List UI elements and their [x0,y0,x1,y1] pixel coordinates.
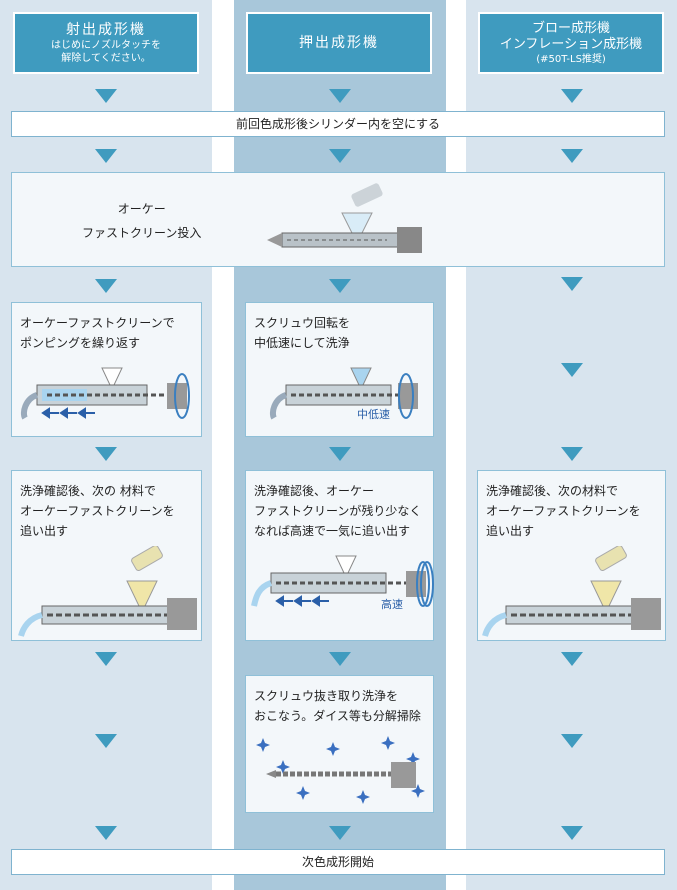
step-text: ファストクリーン投入 [82,226,202,240]
step-text: 洗浄確認後、次の 材料で [20,484,156,498]
header-extrusion: 押出成形機 [246,12,432,74]
arrow-down-icon [561,89,583,103]
arrow-down-icon [95,734,117,748]
machine-illustration [20,367,190,420]
arrow-down-icon [95,826,117,840]
screw-sparkle-illustration [256,736,425,804]
step-flush-out-injection: 洗浄確認後、次の 材料で オーケーファストクリーンを 追い出す [11,470,202,641]
step-text: なれば高速で一気に追い出す [254,524,411,538]
arrow-down-icon [561,826,583,840]
speed-label: 中低速 [357,408,390,421]
arrow-down-icon [561,734,583,748]
step-text: ポンピングを繰り返す [20,336,141,350]
machine-illustration [251,555,434,607]
arrow-down-icon [95,149,117,163]
arrow-down-icon [561,277,583,291]
header-injection: 射出成形機 はじめにノズルタッチを 解除してください。 [13,12,199,74]
arrow-down-icon [329,447,351,461]
machine-illustration [269,367,418,420]
step-text: オーケーファストクリーンを [486,504,641,518]
step-text: スクリュウ抜き取り洗浄を [254,689,399,703]
header-title: ブロー成形機 [531,20,610,36]
header-note: 解除してください。 [61,52,151,64]
arrow-down-icon [561,363,583,377]
step-text: 洗浄確認後、オーケー [254,484,375,498]
step-start-next-color: 次色成形開始 [11,849,665,875]
step-text: 洗浄確認後、次の材料で [486,484,619,498]
step-insert-cleaner: オーケー ファストクリーン投入 [11,172,665,267]
arrow-down-icon [329,89,351,103]
step-text: ファストクリーンが残り少なく [254,504,422,518]
arrow-down-icon [95,89,117,103]
arrow-down-icon [561,652,583,666]
arrow-down-icon [95,447,117,461]
step-disassemble-clean: スクリュウ抜き取り洗浄を おこなう。ダイス等も分解掃除 [245,675,434,813]
arrow-down-icon [329,652,351,666]
arrow-down-icon [95,279,117,293]
header-note: (#50T-LS推奨) [536,53,606,65]
machine-hopper-illustration [267,183,422,253]
arrow-down-icon [329,279,351,293]
step-text: 追い出す [20,524,69,538]
header-note: はじめにノズルタッチを [51,39,161,51]
machine-hopper-illustration [482,546,661,637]
step-text: 中低速にして洗浄 [254,336,350,350]
header-title: 射出成形機 [66,21,146,38]
step-text: スクリュウ回転を [254,316,351,330]
arrow-down-icon [561,447,583,461]
machine-hopper-illustration [18,546,197,637]
header-title: 押出成形機 [299,34,379,51]
step-text: オーケーファストクリーンで [20,316,175,330]
header-blow: ブロー成形機 インフレーション成形機 (#50T-LS推奨) [478,12,664,74]
step-text: おこなう。ダイス等も分解掃除 [254,709,421,723]
step-text: 追い出す [486,524,535,538]
step-flush-out-blow: 洗浄確認後、次の材料で オーケーファストクリーンを 追い出す [477,470,666,641]
step-empty-cylinder: 前回色成形後シリンダー内を空にする [11,111,665,137]
step-text: オーケー [117,202,166,216]
sparkle-icon [256,736,425,804]
flow-arrows-icon [275,595,329,607]
arrow-down-icon [95,652,117,666]
arrow-down-icon [329,826,351,840]
flow-arrows-icon [41,407,95,419]
header-subtitle: インフレーション成形機 [499,36,643,52]
step-text: オーケーファストクリーンを [20,504,175,518]
speed-label: 高速 [381,598,403,611]
step-pumping: オーケーファストクリーンで ポンピングを繰り返す [11,302,202,437]
arrow-down-icon [561,149,583,163]
step-low-speed-wash: スクリュウ回転を 中低速にして洗浄 中低速 [245,302,434,437]
step-flush-out-extrusion: 洗浄確認後、オーケー ファストクリーンが残り少なく なれば高速で一気に追い出す … [245,470,434,641]
arrow-down-icon [329,149,351,163]
